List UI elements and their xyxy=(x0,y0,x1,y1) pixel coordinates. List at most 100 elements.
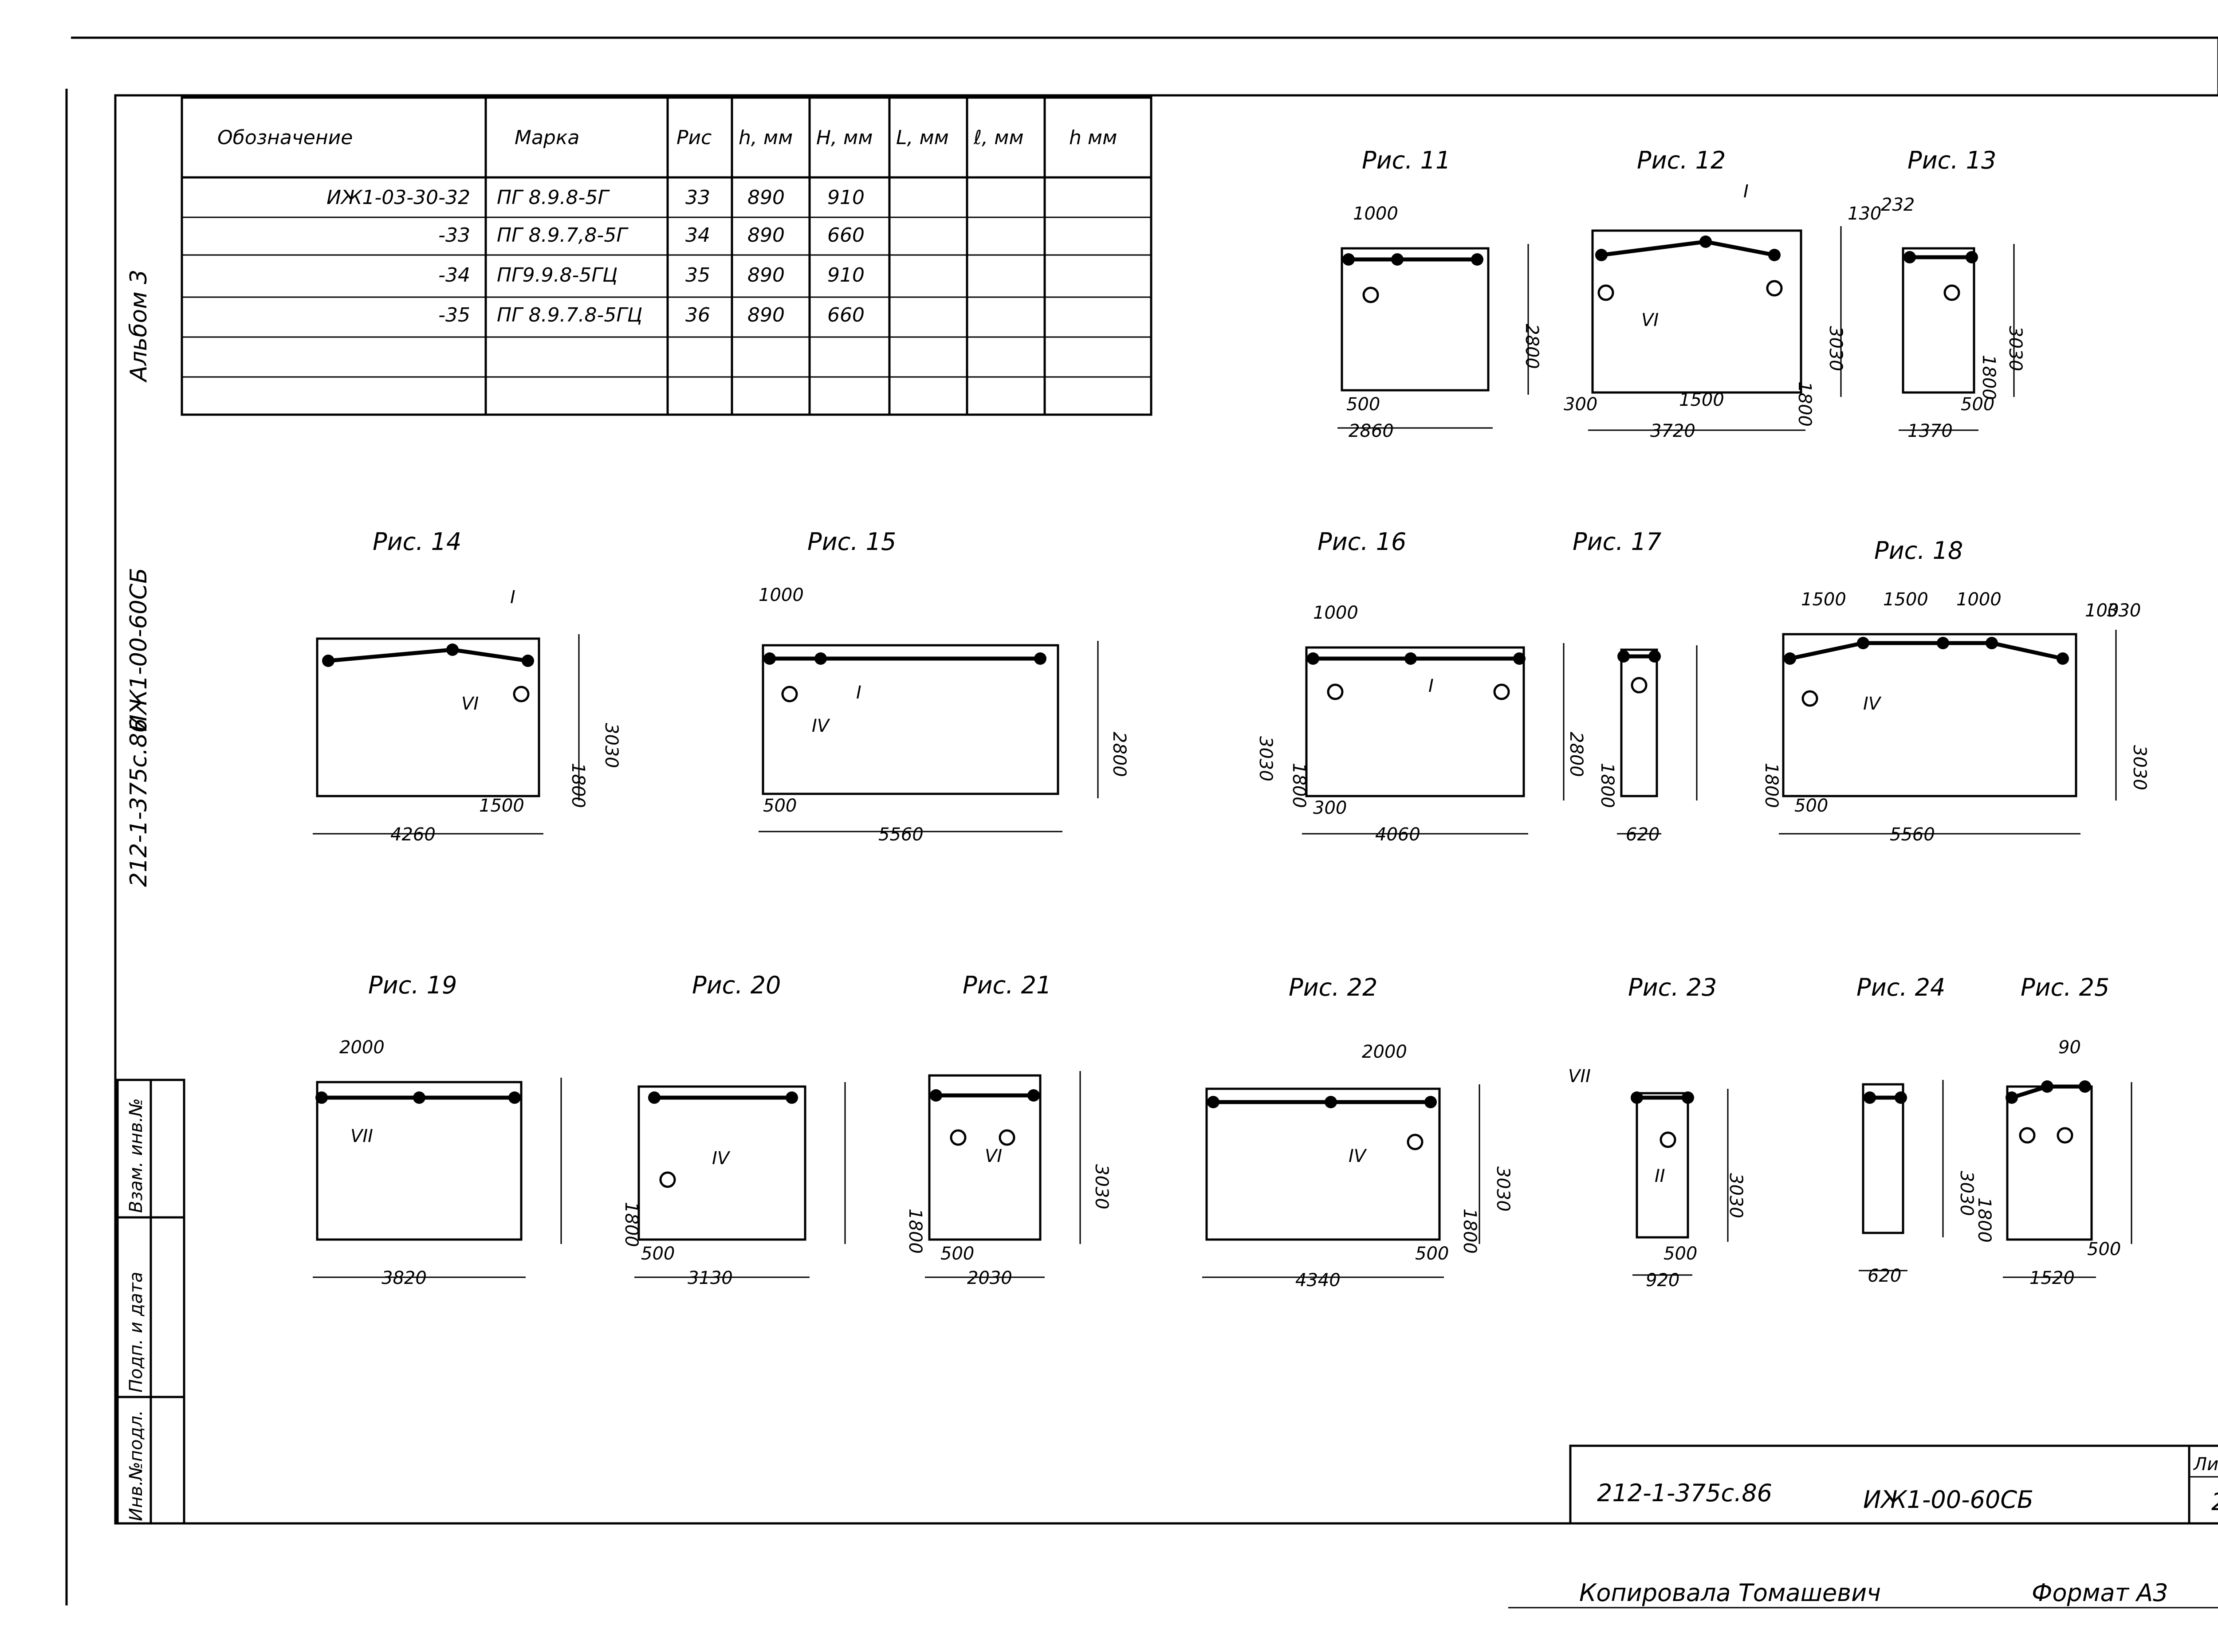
panel-outline xyxy=(1620,648,1658,797)
dimension-label: 3030 xyxy=(1255,736,1276,781)
table-cell-r3c2: 36 xyxy=(685,304,710,326)
table-cell-r1c3: 890 xyxy=(747,224,785,247)
bar-node xyxy=(1471,253,1483,266)
table-cell-r2c4: 910 xyxy=(827,264,865,286)
lifting-loop xyxy=(1327,683,1344,700)
lifting-loop xyxy=(2019,1127,2036,1144)
bar-node xyxy=(1513,652,1526,665)
dimension-label: 1500 xyxy=(1679,390,1724,410)
table-cell-r2c3: 890 xyxy=(747,264,785,286)
dimension-label: 1800 xyxy=(905,1209,925,1254)
dimension-label: 1000 xyxy=(1353,204,1398,224)
bar-node xyxy=(1857,637,1869,649)
bar-node xyxy=(930,1089,942,1102)
dimension-label: 1800 xyxy=(568,763,588,808)
dimension-label: 3030 xyxy=(1091,1164,1112,1209)
bar-node xyxy=(1424,1096,1437,1108)
title-doc-code: 212-1-375с.86 xyxy=(1597,1479,1772,1507)
bar-node xyxy=(446,644,459,656)
panel-outline xyxy=(1782,633,2077,797)
bar-node xyxy=(1768,249,1781,261)
dimension-label: 3030 xyxy=(1493,1166,1513,1212)
dimension-label: 500 xyxy=(940,1244,974,1264)
bar-node xyxy=(763,652,776,665)
dimension-label: VI xyxy=(461,694,479,714)
dimension-label: I xyxy=(510,587,515,608)
dimension-label: 2000 xyxy=(339,1037,385,1058)
figure-label: Рис. 22 xyxy=(1289,973,1377,1001)
bar-node xyxy=(1595,249,1608,261)
lifting-loop xyxy=(1597,284,1614,301)
dimension-label: 1520 xyxy=(2029,1268,2075,1288)
table-header-l: ℓ, мм xyxy=(973,126,1024,149)
figure-label: Рис. 20 xyxy=(692,971,781,999)
lifting-loop xyxy=(2057,1127,2073,1144)
table-cell-r2c2: 35 xyxy=(685,264,710,286)
dimension-label: 500 xyxy=(763,796,797,816)
panel-outline xyxy=(928,1074,1042,1241)
table-header-designation: Обозначение xyxy=(217,126,353,149)
dimension-label: 90 xyxy=(2058,1037,2081,1058)
figure-label: Рис. 17 xyxy=(1573,528,1661,556)
panel-outline xyxy=(1902,247,1975,394)
dimension-label: 100 xyxy=(2085,600,2119,621)
dimension-label: VII xyxy=(350,1126,373,1146)
bar-node xyxy=(1034,652,1046,665)
panel-outline xyxy=(1636,1092,1689,1239)
panel-outline xyxy=(762,644,1059,795)
dimension-label: 4260 xyxy=(390,824,436,845)
table-cell-r0c3: 890 xyxy=(747,186,785,209)
bar-node xyxy=(786,1091,798,1104)
table-header-L: L, мм xyxy=(896,126,949,149)
dimension-label: 1800 xyxy=(1794,381,1815,427)
figure-label: Рис. 21 xyxy=(963,971,1051,999)
bar-node xyxy=(1966,251,1978,263)
panel-outline xyxy=(1205,1087,1441,1241)
footer-copied-by: Копировала Томашевич xyxy=(1579,1579,1881,1607)
panel-outline xyxy=(2006,1085,2093,1241)
bar-node xyxy=(1325,1096,1337,1108)
table-cell-r0c4: 910 xyxy=(827,186,865,209)
lifting-loop xyxy=(1660,1131,1676,1148)
dimension-label: 300 xyxy=(1564,394,1597,415)
dimension-label: 1000 xyxy=(1956,589,2002,610)
dimension-label: IV xyxy=(812,716,830,736)
dimension-label: I xyxy=(856,683,861,703)
dimension-label: 1500 xyxy=(1883,589,1928,610)
figure-label: Рис. 18 xyxy=(1874,537,1963,565)
reinforcement-bar xyxy=(1789,641,2063,661)
dimension-label: II xyxy=(1655,1166,1665,1186)
side-label-album: Альбом 3 xyxy=(126,270,152,383)
dimension-label: 1500 xyxy=(479,796,524,816)
lifting-loop xyxy=(1362,286,1379,303)
dimension-label: 330 xyxy=(2107,600,2141,621)
lifting-loop xyxy=(1493,683,1510,700)
reinforcement-bar xyxy=(328,647,528,663)
table-cell-r0c0: ИЖ1-03-30-32 xyxy=(326,186,470,209)
stamp-replace-inv: Взам. инв.№ xyxy=(126,1098,146,1213)
side-label-code-bottom: 212-1-375с.86 xyxy=(126,718,152,887)
panel-outline xyxy=(1305,646,1525,797)
dimension-label: 1800 xyxy=(1974,1197,1994,1243)
dimension-label: 2800 xyxy=(1522,324,1542,369)
bar-node xyxy=(1617,650,1630,663)
table-cell-r1c4: 660 xyxy=(827,224,865,247)
bar-node xyxy=(1864,1091,1876,1104)
panel-outline xyxy=(316,1081,523,1241)
figure-label: Рис. 23 xyxy=(1628,973,1717,1001)
dimension-label: 3030 xyxy=(601,723,621,768)
dimension-label: 4340 xyxy=(1295,1270,1341,1291)
reinforcement-bar xyxy=(1601,239,1775,257)
lifting-loop xyxy=(1801,690,1818,707)
figure-label: Рис. 15 xyxy=(807,528,896,556)
dimension-label: 2860 xyxy=(1349,421,1394,441)
